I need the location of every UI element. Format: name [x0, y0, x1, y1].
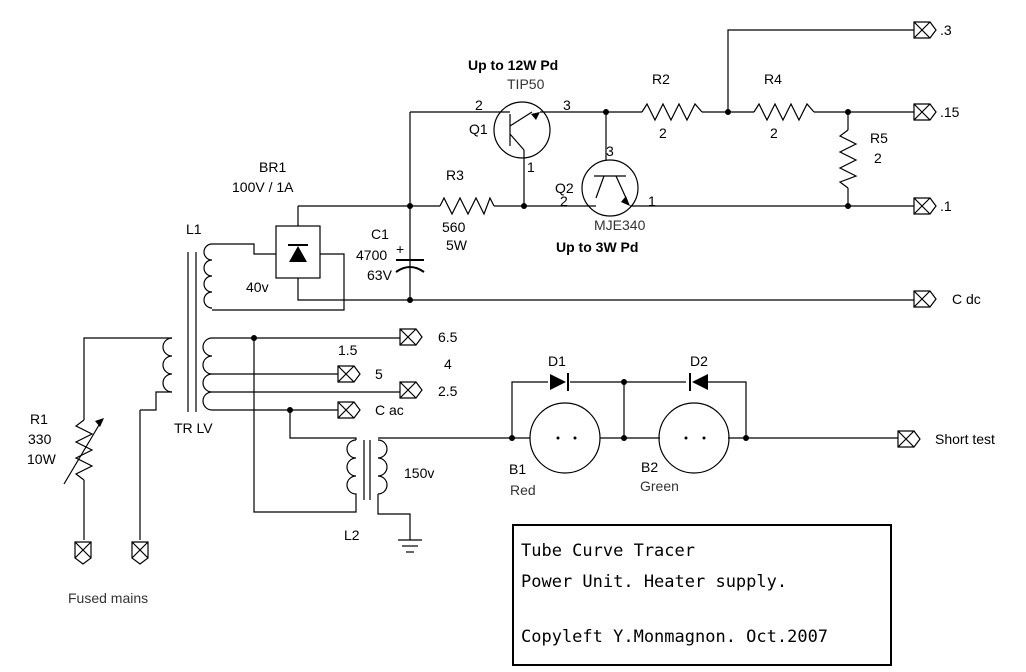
q1-pin-e: 1	[527, 159, 535, 175]
r2-ref: R2	[652, 71, 670, 87]
title-line-2: Power Unit. Heater supply.	[521, 572, 787, 592]
terminal-cac: C ac	[337, 401, 404, 419]
c1-voltage: 63V	[367, 267, 393, 283]
terminal-short-test: Short test	[897, 430, 995, 448]
terminal-2-5-label: 2.5	[438, 383, 458, 399]
mains-label: Fused mains	[68, 590, 148, 606]
q1-ref: Q1	[469, 121, 488, 137]
terminal-1: .1	[913, 197, 952, 215]
terminal-15-label: .15	[940, 104, 960, 120]
terminal-6-5-label: 6.5	[438, 329, 458, 345]
r5-value: 2	[874, 150, 882, 166]
q1-pin-b: 2	[475, 97, 483, 113]
terminal-5: 5	[337, 365, 383, 383]
r1-power: 10W	[27, 451, 57, 467]
resistor-r2: R2 2	[641, 71, 703, 141]
q2-ref: Q2	[555, 180, 574, 196]
r2-value: 2	[659, 125, 667, 141]
terminal-1-label: .1	[940, 198, 952, 214]
title-block: Tube Curve Tracer Power Unit. Heater sup…	[512, 524, 892, 666]
r4-value: 2	[770, 125, 778, 141]
r1-ref: R1	[30, 411, 48, 427]
bridge-rectifier-br1: BR1 100V / 1A	[212, 159, 914, 311]
transistor-q1: Up to 12W Pd TIP50 Q1 2 3 1	[468, 57, 571, 175]
transistor-q2: Q2 MJE340 Up to 3W Pd 3 2 1	[555, 143, 656, 255]
b2-ref: B2	[641, 459, 658, 475]
l1-winding: 40v	[246, 279, 269, 295]
terminal-5-label: 5	[375, 366, 383, 382]
b1-color: Red	[510, 482, 536, 498]
l2-ref: L2	[344, 527, 360, 543]
l2-winding: 150v	[404, 465, 434, 481]
terminal-3: .3	[727, 21, 952, 112]
q1-pin-c: 3	[563, 97, 571, 113]
r3-ref: R3	[446, 167, 464, 183]
transformer-l2: L2 150v	[253, 338, 512, 553]
terminal-3-label: .3	[940, 22, 952, 38]
d1-ref: D1	[548, 353, 566, 369]
terminal-2-5: 2.5	[399, 381, 458, 399]
wire-lamp-circuit	[509, 379, 898, 441]
q2-pin-b: 2	[560, 193, 568, 209]
c1-value: 4700	[356, 247, 387, 263]
r4-ref: R4	[764, 71, 782, 87]
title-line-3: Copyleft Y.Monmagnon. Oct.2007	[521, 627, 828, 647]
r5-ref: R5	[870, 130, 888, 146]
terminal-short-test-label: Short test	[935, 431, 995, 447]
lamp-b1: B1 Red	[509, 402, 601, 498]
terminal-mains: Fused mains	[68, 541, 149, 606]
q1-note: Up to 12W Pd	[468, 57, 558, 73]
q2-note: Up to 3W Pd	[556, 239, 638, 255]
q1-part: TIP50	[507, 76, 545, 92]
resistor-r1: R1 330 10W	[27, 411, 104, 540]
tr-label: TR LV	[174, 420, 213, 436]
resistor-r4: R4 2	[753, 71, 815, 141]
terminal-cdc-label: C dc	[952, 291, 981, 307]
br1-ref: BR1	[259, 159, 286, 175]
transformer-l1: L1 40v TR LV 1.5 4	[83, 221, 452, 540]
terminal-15: .15	[913, 103, 960, 121]
c1-ref: C1	[371, 226, 389, 242]
diode-d2: D2	[689, 353, 708, 391]
resistor-r3: R3 560 5W	[439, 167, 495, 253]
terminal-cac-label: C ac	[375, 402, 404, 418]
c1-plus-sign: +	[396, 241, 404, 257]
title-line-1: Tube Curve Tracer	[521, 541, 695, 561]
q2-pin-c: 3	[606, 143, 614, 159]
capacitor-c1: + C1 4700 63V	[356, 226, 425, 303]
terminal-cdc: C dc	[913, 290, 981, 308]
b2-color: Green	[640, 478, 679, 494]
tr-tap-1-5: 1.5	[338, 342, 358, 358]
r1-value: 330	[28, 431, 52, 447]
diode-d1: D1	[548, 353, 569, 391]
lamp-b2: B2 Green	[640, 402, 730, 494]
q2-pin-e: 1	[648, 193, 656, 209]
wire-top-rail	[298, 109, 914, 300]
terminal-6-5: 6.5	[399, 328, 458, 346]
d2-ref: D2	[690, 353, 708, 369]
resistor-r5: R5 2	[838, 129, 888, 189]
tr-tap-4: 4	[444, 356, 452, 372]
q2-part: MJE340	[594, 217, 646, 233]
b1-ref: B1	[509, 461, 526, 477]
br1-rating: 100V / 1A	[232, 179, 294, 195]
l1-ref: L1	[186, 221, 202, 237]
r3-value: 560	[442, 219, 466, 235]
r3-power: 5W	[446, 237, 468, 253]
